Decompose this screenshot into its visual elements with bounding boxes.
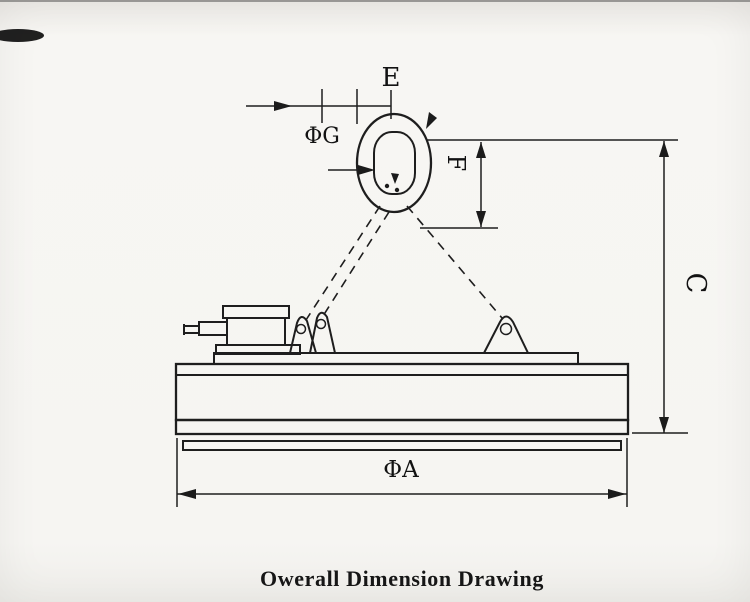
sling-line-right bbox=[406, 205, 503, 319]
left-lug-plate-a bbox=[288, 316, 318, 354]
c-arrow-up-icon bbox=[659, 141, 669, 157]
drawing-caption: Owerall Dimension Drawing bbox=[260, 566, 544, 591]
ring-inner-contour bbox=[373, 131, 416, 195]
label-phi-g: ΦG bbox=[304, 124, 340, 149]
junction-box-lid bbox=[222, 305, 290, 319]
sling-line-left-inner bbox=[322, 211, 390, 317]
dimension-f: F bbox=[420, 112, 498, 229]
left-lug-hole-b bbox=[315, 318, 327, 330]
label-f: F bbox=[442, 155, 470, 172]
junction-box bbox=[183, 305, 301, 355]
label-e: E bbox=[382, 63, 401, 93]
f-arrow-down-icon bbox=[476, 211, 486, 227]
ring-mark-dot bbox=[394, 187, 400, 193]
ring-inner-arrow-icon bbox=[391, 173, 399, 184]
dimension-c: C bbox=[427, 139, 711, 434]
left-lug-plate-b bbox=[308, 311, 337, 354]
dimension-e: E bbox=[246, 63, 400, 124]
sling-line-left-outer bbox=[305, 205, 381, 321]
label-c: C bbox=[680, 273, 711, 294]
phi-g-arrow-icon bbox=[358, 165, 375, 175]
phi-a-arrow-left-icon bbox=[178, 489, 196, 499]
body-bottom-flange bbox=[174, 418, 630, 436]
dimension-phi-g: ΦG bbox=[304, 124, 375, 175]
ring-mark-dot bbox=[384, 183, 390, 189]
phi-a-arrow-right-icon bbox=[608, 489, 626, 499]
cable-gland-body bbox=[198, 321, 228, 336]
junction-box-body bbox=[226, 317, 286, 346]
ring-outer-contour bbox=[355, 112, 433, 214]
sling-dashed-lines bbox=[305, 205, 503, 321]
body-bottom-pole-plate bbox=[182, 440, 622, 451]
dimension-phi-a: ΦA bbox=[176, 438, 628, 507]
f-top-arrow-icon bbox=[426, 112, 437, 129]
scan-edge-artifact bbox=[0, 0, 750, 2]
lifting-lugs bbox=[288, 311, 530, 354]
left-lug-hole-a bbox=[295, 323, 307, 335]
right-lug-plate bbox=[482, 315, 530, 354]
right-lug-hole bbox=[499, 322, 513, 336]
scan-smudge-artifact bbox=[0, 29, 44, 42]
label-phi-a: ΦA bbox=[383, 457, 419, 483]
c-arrow-down-icon bbox=[659, 417, 669, 433]
lifting-eye-ring bbox=[355, 112, 433, 214]
magnet-body bbox=[174, 352, 630, 451]
body-shell bbox=[174, 362, 630, 422]
e-arrow-icon bbox=[274, 101, 292, 111]
f-arrow-up-icon bbox=[476, 142, 486, 158]
